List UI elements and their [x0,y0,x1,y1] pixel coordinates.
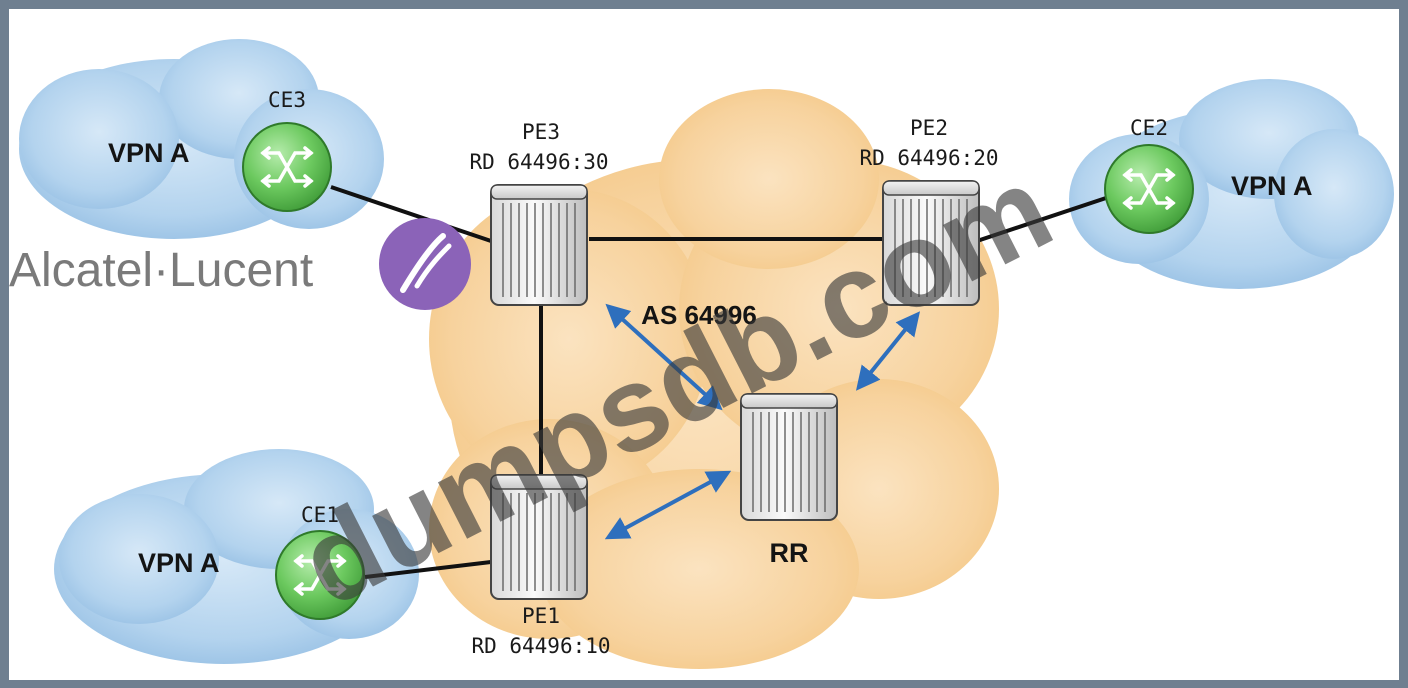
arrow-pe2-rr [855,311,921,391]
rr-router [740,393,838,521]
pe1-router [490,474,588,600]
link-ce2-pe2 [976,195,1110,243]
pe1-rd-label: RD 64496:10 [471,634,610,658]
ce1-router-icon [275,530,365,620]
ce2-router-icon [1104,144,1194,234]
ce1-label: CE1 [301,503,339,527]
bgp-arrows [604,303,921,540]
vpn-a-label-right: VPN A [1231,171,1313,201]
diagram-frame: VPN A VPN A VPN A CE3 CE2 CE1 PE3 RD 644… [9,9,1399,680]
pe3-label: PE3 [522,120,560,144]
vpn-a-label-top-left: VPN A [108,138,190,168]
arrow-pe1-rr [604,470,732,540]
vpn-a-label-bottom-left: VPN A [138,548,220,578]
link-ce3-pe3 [330,185,492,243]
ce3-router-icon [242,122,332,212]
arrow-pe3-rr [605,303,723,411]
link-ce1-pe1 [364,560,492,579]
ce2-label: CE2 [1130,116,1168,140]
links [330,185,1110,579]
ce3-label: CE3 [268,88,306,112]
pe3-rd-label: RD 64496:30 [469,150,608,174]
vpn-cloud-top-left [19,39,384,239]
pe3-router [490,184,588,306]
vendor-logo-text: Alcatel·Lucent [9,244,313,297]
as-label: AS 64996 [641,300,757,330]
vendor-logo-icon [379,218,471,310]
pe2-label: PE2 [910,116,948,140]
rr-label: RR [770,538,809,568]
pe1-label: PE1 [522,604,560,628]
pe2-rd-label: RD 64496:20 [859,146,998,170]
pe2-router [882,180,980,306]
